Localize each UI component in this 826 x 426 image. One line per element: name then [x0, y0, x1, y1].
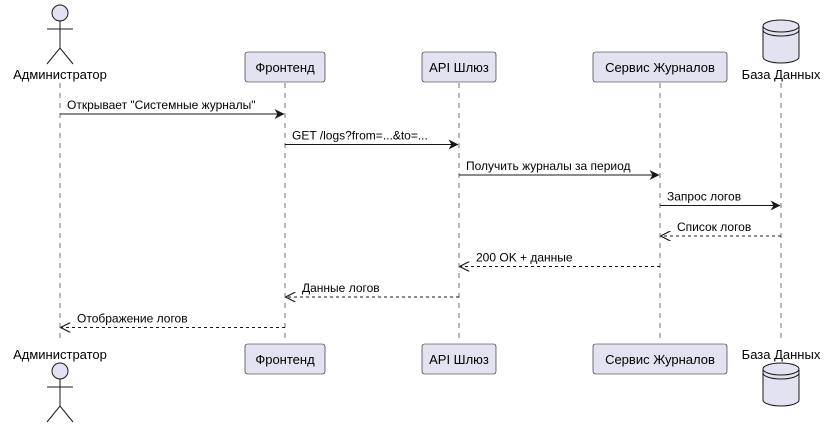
message-label: Открывает "Системные журналы": [67, 98, 255, 112]
message-7: Данные логов: [286, 281, 459, 297]
message-label: Отображение логов: [77, 312, 188, 326]
message-label: Запрос логов: [667, 190, 741, 204]
participant-label: Фронтенд: [255, 352, 315, 367]
message-label: Данные логов: [302, 281, 380, 295]
participant-label: API Шлюз: [429, 60, 489, 75]
participant-gateway-bottom: API Шлюз: [421, 343, 497, 375]
message-label: 200 OK + данные: [476, 251, 573, 265]
message-3: Получить журналы за период: [459, 159, 660, 180]
message-5: Список логов: [661, 220, 781, 236]
database-icon: [762, 362, 800, 407]
message-6: 200 OK + данные: [460, 251, 660, 267]
actor-icon: [46, 362, 74, 423]
participant-label-db-top: База Данных: [742, 67, 821, 82]
participant-logsvc-top: Сервис Журналов: [592, 51, 728, 83]
message-label: Список логов: [677, 220, 751, 234]
message-8: Отображение логов: [61, 312, 285, 328]
participant-logsvc-bottom: Сервис Журналов: [592, 343, 728, 375]
participant-label-admin-top: Администратор: [13, 67, 107, 82]
participant-frontend-top: Фронтенд: [244, 51, 326, 83]
participant-gateway-top: API Шлюз: [421, 51, 497, 83]
participant-frontend-bottom: Фронтенд: [244, 343, 326, 375]
message-label: GET /logs?from=...&to=...: [292, 129, 428, 143]
participant-label: API Шлюз: [429, 352, 489, 367]
message-2: GET /logs?from=...&to=...: [285, 129, 459, 150]
participant-label: Сервис Журналов: [605, 352, 715, 367]
participant-label-db-bottom: База Данных: [742, 347, 821, 362]
participant-label: Фронтенд: [255, 60, 315, 75]
message-1: Открывает "Системные журналы": [60, 98, 285, 119]
database-icon: [762, 19, 800, 64]
participant-label-admin-bottom: Администратор: [13, 347, 107, 362]
participant-label: Сервис Журналов: [605, 60, 715, 75]
actor-icon: [46, 4, 74, 65]
message-label: Получить журналы за период: [466, 159, 631, 173]
message-4: Запрос логов: [660, 190, 781, 211]
